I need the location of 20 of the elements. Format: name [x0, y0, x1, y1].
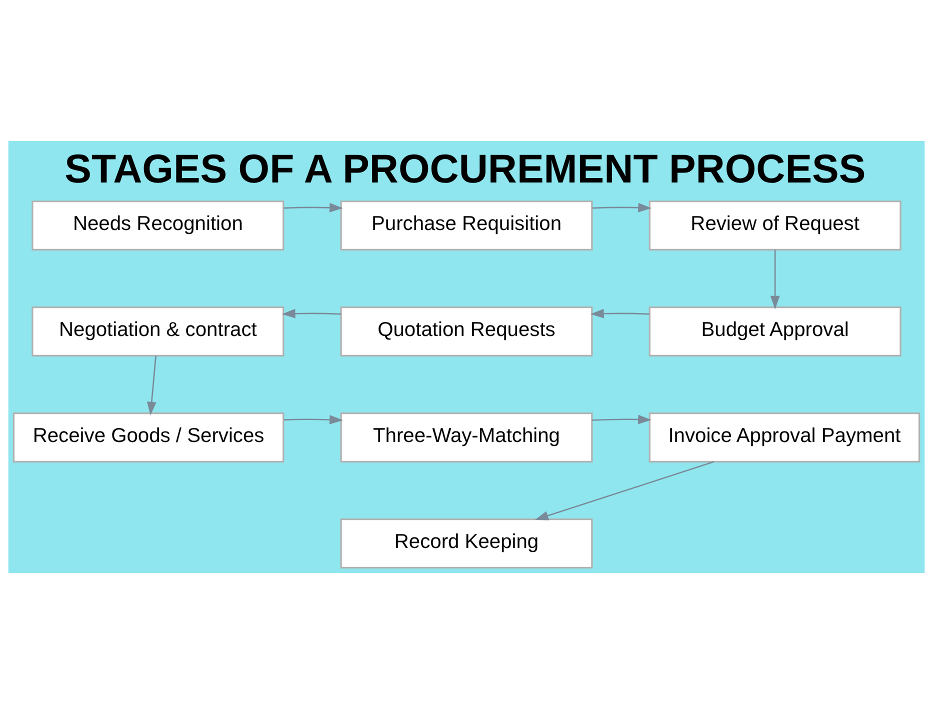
node-box: Quotation Requests [340, 306, 593, 356]
node-box: Record Keeping [340, 518, 593, 568]
node-box: Budget Approval [648, 306, 902, 356]
node-box: Needs Recognition [32, 200, 284, 250]
node-box: Receive Goods / Services [12, 412, 284, 462]
arrow [282, 308, 341, 318]
arrow [284, 202, 343, 212]
arrow [592, 414, 652, 424]
arrow [534, 460, 714, 520]
node-box: Purchase Requisition [340, 200, 593, 250]
node-box: Three-Way-Matching [340, 412, 593, 462]
arrow [592, 202, 652, 212]
node-box: Negotiation & contract [32, 306, 284, 356]
diagram-title: STAGES OF A PROCUREMENT PROCESS [64, 146, 866, 192]
node-box: Review of Request [648, 200, 902, 250]
arrow [146, 355, 157, 415]
arrow [284, 414, 343, 424]
node-box: Invoice Approval Payment [648, 412, 920, 462]
arrow [590, 308, 650, 318]
arrow [770, 249, 780, 309]
